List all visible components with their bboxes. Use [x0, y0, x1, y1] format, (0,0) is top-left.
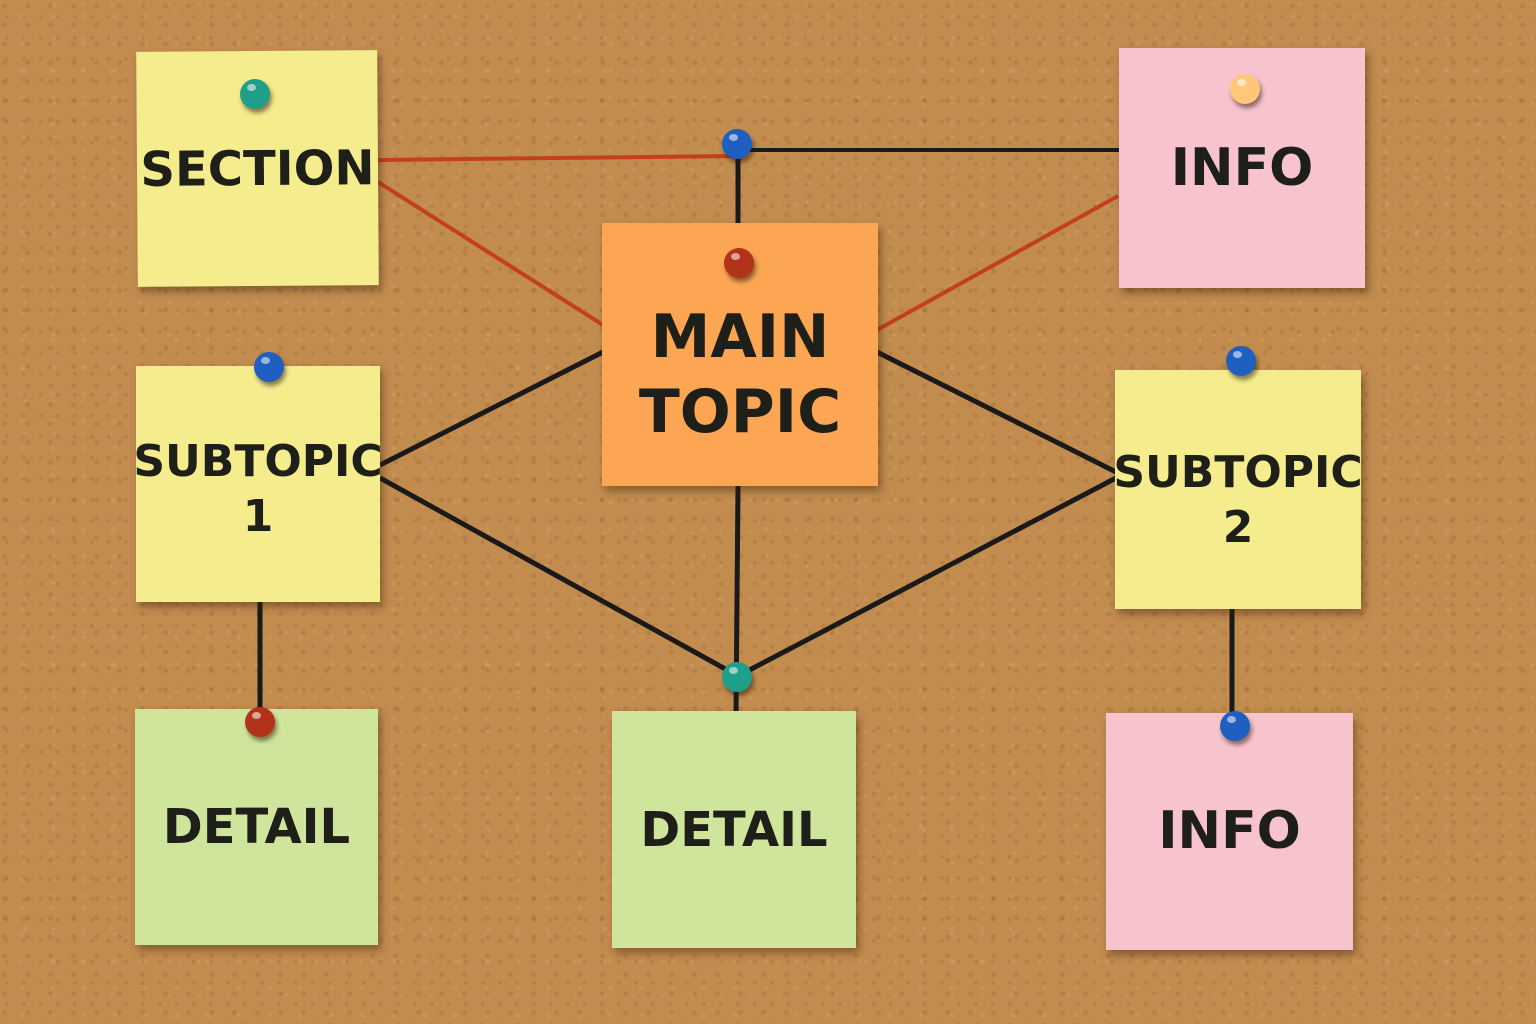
note-info-bottom-label: INFO: [1158, 801, 1301, 861]
string-section-to-top-junction: [377, 154, 739, 162]
note-detail-center: DETAIL: [612, 711, 856, 948]
note-detail-left: DETAIL: [135, 709, 378, 945]
note-subtopic-1-line2: 1: [242, 491, 274, 542]
pin-subtopic-1: [254, 352, 284, 382]
note-subtopic-2-line2: 2: [1222, 501, 1254, 553]
note-main-topic-line2: TOPIC: [638, 376, 842, 447]
top-junction-pin: [722, 129, 752, 159]
pin-main-topic: [724, 248, 754, 278]
pin-section: [240, 79, 270, 109]
string-main-to-subtopic-1: [378, 349, 605, 468]
string-subtopic-1-to-bottom-junction: [378, 475, 740, 679]
string-subtopic-2-to-bottom-junction: [736, 475, 1118, 679]
note-info-top: INFO: [1119, 48, 1365, 288]
bottom-junction-pin: [722, 662, 752, 692]
string-info-to-main-topic: [876, 194, 1119, 332]
pin-detail-left: [245, 707, 275, 737]
note-info-bottom: INFO: [1106, 713, 1353, 950]
note-subtopic-2: SUBTOPIC 2: [1113, 370, 1363, 609]
note-section-label: SECTION: [140, 139, 375, 198]
note-main-topic-line1: MAIN: [650, 301, 830, 372]
pin-info-top: [1230, 74, 1260, 104]
string-section-to-main-topic: [376, 180, 605, 327]
note-subtopic-2-line1: SUBTOPIC: [1113, 446, 1363, 498]
note-subtopic-1: SUBTOPIC 1: [133, 366, 383, 602]
note-detail-left-label: DETAIL: [162, 799, 351, 855]
note-subtopic-1-line1: SUBTOPIC: [133, 436, 383, 487]
note-info-top-label: INFO: [1170, 137, 1314, 198]
note-main-topic: MAIN TOPIC: [602, 223, 878, 486]
string-main-to-subtopic-2: [875, 349, 1118, 475]
note-detail-center-label: DETAIL: [640, 801, 828, 858]
pin-subtopic-2: [1226, 346, 1256, 376]
pin-info-bottom: [1220, 711, 1250, 741]
